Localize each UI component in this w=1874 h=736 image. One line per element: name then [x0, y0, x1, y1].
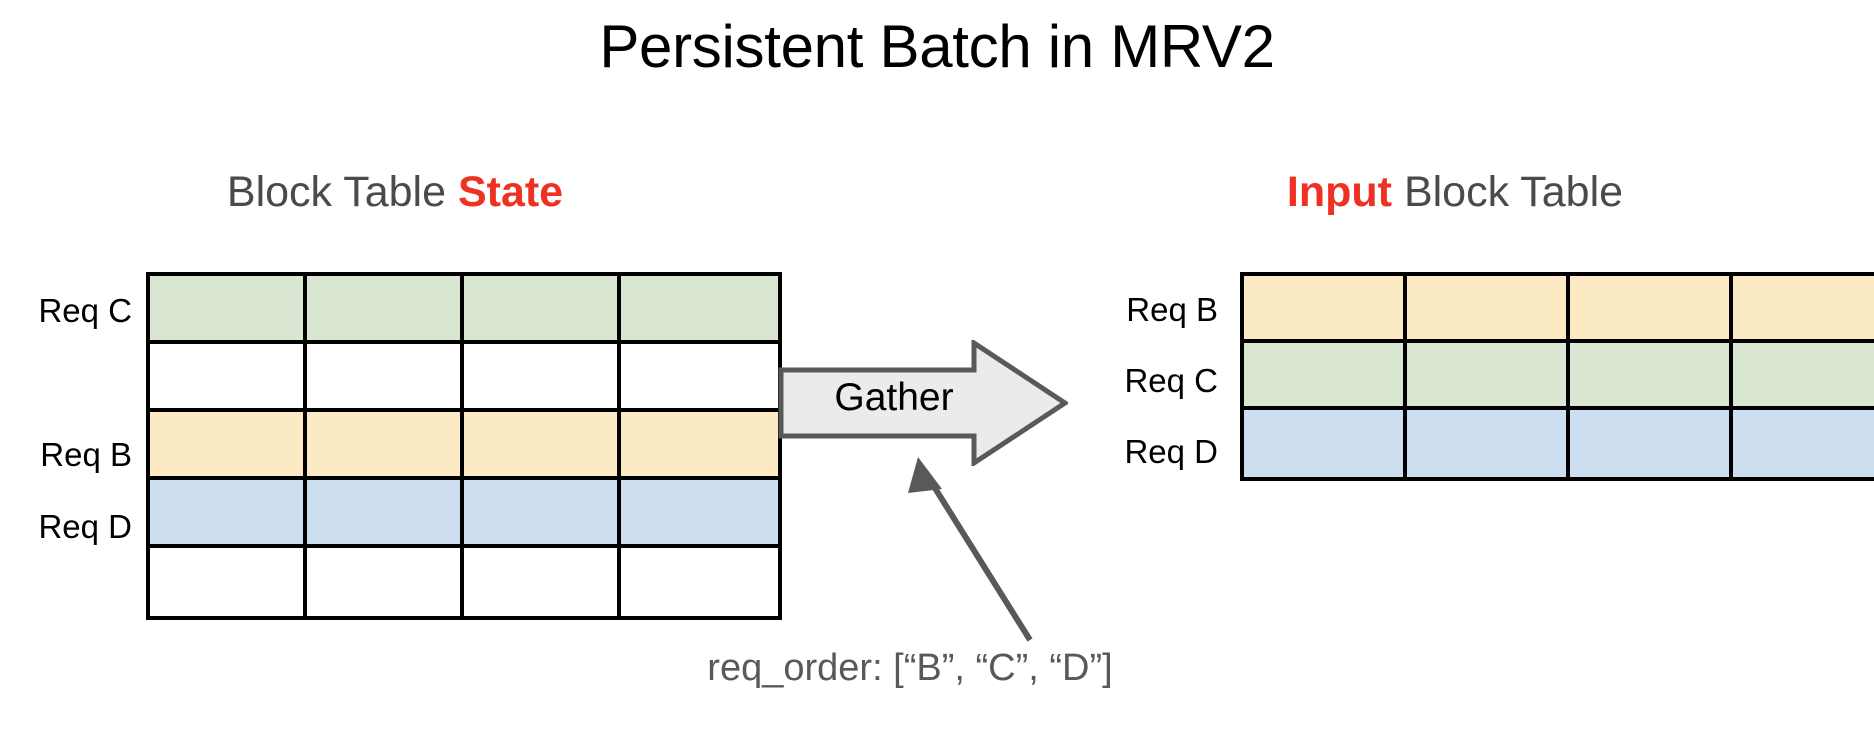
table-cell — [1570, 276, 1733, 343]
left-heading-prefix: Block Table — [226, 168, 458, 216]
table-cell — [621, 548, 778, 616]
row-label: Req D — [1124, 433, 1218, 470]
table-cell — [150, 276, 307, 344]
table-cell — [150, 412, 307, 480]
table-cell — [464, 548, 621, 616]
table-cell — [464, 480, 621, 548]
table-cell — [1244, 343, 1407, 410]
block-table-state-grid — [146, 272, 782, 620]
table-cell — [621, 480, 778, 548]
table-cell — [464, 412, 621, 480]
table-cell — [464, 276, 621, 344]
table-cell — [150, 344, 307, 412]
table-cell — [1733, 343, 1874, 410]
right-table-heading: Input Block Table — [1165, 168, 1745, 216]
table-cell — [150, 548, 307, 616]
table-cell — [1244, 410, 1407, 477]
table-cell — [307, 412, 464, 480]
table-cell — [1407, 410, 1570, 477]
req-order-caption: req_order: [“B”, “C”, “D”] — [707, 647, 1113, 689]
table-cell — [1733, 276, 1874, 343]
table-cell — [307, 548, 464, 616]
table-cell — [1570, 410, 1733, 477]
table-cell — [1407, 343, 1570, 410]
table-cell — [307, 344, 464, 412]
gather-label: Gather — [834, 376, 954, 419]
gather-arrow-icon — [778, 340, 1068, 466]
table-cell — [150, 480, 307, 548]
row-label: Req C — [1124, 362, 1218, 399]
req-order-pointer-icon — [908, 457, 1033, 642]
table-cell — [1407, 276, 1570, 343]
left-heading-accent: State — [457, 168, 564, 216]
row-label: Req D — [38, 508, 132, 545]
table-cell — [307, 480, 464, 548]
input-block-table-grid — [1240, 272, 1874, 481]
table-cell — [621, 344, 778, 412]
table-cell — [1244, 276, 1407, 343]
table-cell — [1570, 343, 1733, 410]
right-heading-suffix: Block Table — [1392, 168, 1624, 216]
table-cell — [621, 276, 778, 344]
row-label: Req B — [1126, 291, 1218, 328]
row-label: Req C — [38, 292, 132, 329]
table-cell — [1733, 410, 1874, 477]
table-cell — [464, 344, 621, 412]
right-heading-accent: Input — [1286, 168, 1392, 216]
table-cell — [307, 276, 464, 344]
row-label: Req B — [40, 436, 132, 473]
left-table-heading: Block Table State — [130, 168, 660, 216]
table-cell — [621, 412, 778, 480]
page-title: Persistent Batch in MRV2 — [599, 13, 1275, 80]
